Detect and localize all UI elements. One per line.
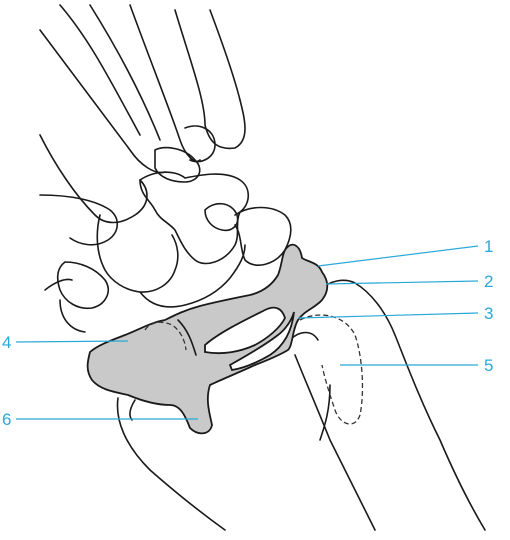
metacarpal-outlines (40, 5, 245, 182)
tfcc-shaded-region (88, 245, 328, 434)
label-4: 4 (2, 333, 11, 352)
label-5: 5 (484, 356, 493, 375)
label-3: 3 (484, 304, 493, 323)
radius-outline (117, 385, 330, 530)
label-1: 1 (484, 237, 493, 256)
leader-line-1 (318, 246, 478, 266)
ulnar-head-dashed-outline (300, 315, 362, 424)
label-6: 6 (2, 410, 11, 429)
label-2: 2 (484, 272, 493, 291)
